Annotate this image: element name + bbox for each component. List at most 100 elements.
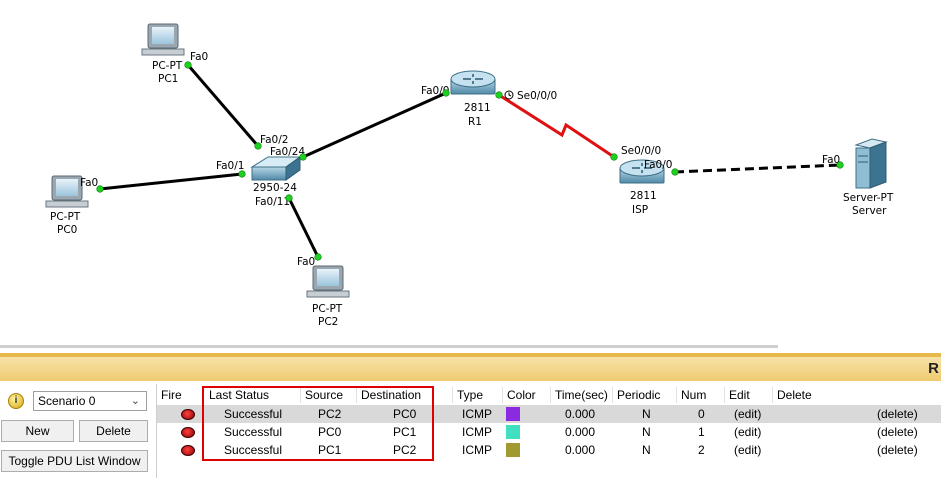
isp-model-label: 2811 (630, 190, 657, 202)
row-type: ICMP (462, 443, 492, 457)
isp-name-label: ISP (632, 204, 648, 216)
pc1-name-label: PC1 (158, 73, 178, 85)
col-fire[interactable]: Fire (157, 387, 203, 403)
pc2-port-label: Fa0 (297, 256, 315, 268)
isp-port-fa0-0: Fa0/0 (644, 159, 672, 171)
isp-port-se0-0-0: Se0/0/0 (621, 145, 661, 157)
table-row[interactable]: Successful PC2 PC0 ICMP 0.000 N 0 (edit)… (157, 405, 941, 423)
row-type: ICMP (462, 407, 492, 421)
r1-model-label: 2811 (464, 102, 491, 114)
pc0-port-label: Fa0 (80, 177, 98, 189)
row-edit-link[interactable]: (edit) (734, 425, 762, 439)
pdu-list-table: Fire Last Status Source Destination Type… (156, 384, 941, 478)
toggle-pdu-list-button[interactable]: Toggle PDU List Window (1, 450, 148, 472)
server-port-label: Fa0 (822, 154, 840, 166)
link-r1-isp-serial[interactable] (498, 93, 615, 159)
fire-indicator-icon[interactable] (181, 445, 195, 456)
link-isp-server[interactable] (674, 163, 841, 174)
new-scenario-button[interactable]: New (1, 420, 74, 442)
pc2-name-label: PC2 (318, 316, 338, 328)
col-delete[interactable]: Delete (777, 388, 812, 402)
row-destination: PC2 (393, 443, 417, 457)
delete-scenario-button[interactable]: Delete (79, 420, 148, 442)
switch-model-label: 2950-24 (253, 182, 297, 194)
switch-device[interactable]: 2950-24 Fa0/11 Fa0/2 Fa0/24 Fa0/1 (216, 134, 305, 208)
pc1-type-label: PC-PT (152, 60, 183, 72)
row-periodic: N (642, 443, 651, 457)
row-num: 0 (698, 407, 705, 421)
row-num: 2 (698, 443, 705, 457)
row-periodic: N (642, 407, 651, 421)
pc0-type-label: PC-PT (50, 211, 81, 223)
row-time: 0.000 (565, 443, 596, 457)
row-status: Successful (224, 425, 283, 439)
row-delete-link[interactable]: (delete) (877, 443, 918, 457)
router-isp-device[interactable]: 2811 ISP Se0/0/0 Fa0/0 (619, 145, 672, 216)
pc0-name-label: PC0 (57, 224, 77, 236)
server-name-label: Server (852, 205, 887, 217)
r1-port-se0-0-0: Se0/0/0 (517, 90, 557, 102)
switch-port-fa0-24: Fa0/24 (270, 146, 305, 158)
pc2-device[interactable]: PC-PT PC2 Fa0 (297, 256, 350, 328)
server-device[interactable]: Server-PT Server Fa0 (822, 138, 894, 217)
link-pc0-switch[interactable] (99, 172, 243, 191)
scenario-selected-value: Scenario 0 (38, 394, 96, 408)
row-delete-link[interactable]: (delete) (877, 425, 918, 439)
row-color-swatch (506, 425, 520, 439)
simulation-panel-header: R (0, 357, 941, 381)
fire-indicator-icon[interactable] (181, 427, 195, 438)
col-periodic[interactable]: Periodic (613, 387, 677, 403)
row-destination: PC0 (393, 407, 417, 421)
row-color-swatch (506, 407, 520, 421)
pc2-type-label: PC-PT (312, 303, 343, 315)
server-type-label: Server-PT (843, 192, 894, 204)
row-status: Successful (224, 407, 283, 421)
pc1-port-label: Fa0 (190, 51, 208, 63)
col-color[interactable]: Color (503, 387, 551, 403)
switch-port-fa0-1: Fa0/1 (216, 160, 244, 172)
row-periodic: N (642, 425, 651, 439)
panel-divider[interactable] (0, 353, 941, 357)
row-source: PC1 (318, 443, 342, 457)
table-row[interactable]: Successful PC0 PC1 ICMP 0.000 N 1 (edit)… (157, 423, 941, 441)
row-edit-link[interactable]: (edit) (734, 407, 762, 421)
col-source[interactable]: Source (301, 387, 357, 403)
chevron-down-icon: ⌄ (130, 395, 140, 407)
row-time: 0.000 (565, 425, 596, 439)
r1-name-label: R1 (468, 116, 482, 128)
row-destination: PC1 (393, 425, 417, 439)
workspace-horizontal-scrollbar[interactable] (0, 345, 778, 348)
fire-indicator-icon[interactable] (181, 409, 195, 420)
panel-header-letter: R (928, 360, 939, 377)
row-source: PC2 (318, 407, 342, 421)
col-destination[interactable]: Destination (357, 387, 453, 403)
link-switch-r1[interactable] (302, 91, 447, 159)
info-icon[interactable]: i (8, 393, 24, 409)
port-status-lights (96, 61, 844, 261)
scenario-select[interactable]: Scenario 0 ⌄ (33, 391, 147, 411)
row-delete-link[interactable]: (delete) (877, 407, 918, 421)
scenario-panel: i Scenario 0 ⌄ New Delete Toggle PDU Lis… (0, 383, 156, 478)
row-color-swatch (506, 443, 520, 457)
switch-port-fa0-2: Fa0/2 (260, 134, 288, 146)
pc1-device[interactable]: PC-PT PC1 Fa0 (141, 23, 208, 85)
r1-port-fa0-0: Fa0/0 (421, 85, 449, 97)
row-status: Successful (224, 443, 283, 457)
router-r1-device[interactable]: 2811 R1 Fa0/0 Se0/0/0 (421, 70, 557, 128)
switch-name-label: Fa0/11 (255, 196, 290, 208)
col-edit[interactable]: Edit (725, 387, 773, 403)
col-type[interactable]: Type (453, 387, 503, 403)
link-pc1-switch[interactable] (186, 64, 260, 147)
col-num[interactable]: Num (677, 387, 725, 403)
pc0-device[interactable]: PC-PT PC0 Fa0 (45, 175, 98, 236)
topology-canvas[interactable]: PC-PT PC1 Fa0 PC-PT PC0 Fa0 PC-PT PC2 Fa… (0, 0, 941, 352)
col-time[interactable]: Time(sec) (551, 387, 613, 403)
col-last-status[interactable]: Last Status (205, 387, 301, 403)
table-row[interactable]: Successful PC1 PC2 ICMP 0.000 N 2 (edit)… (157, 441, 941, 459)
logical-workspace[interactable]: PC-PT PC1 Fa0 PC-PT PC0 Fa0 PC-PT PC2 Fa… (0, 0, 941, 352)
row-edit-link[interactable]: (edit) (734, 443, 762, 457)
row-type: ICMP (462, 425, 492, 439)
row-source: PC0 (318, 425, 342, 439)
row-time: 0.000 (565, 407, 596, 421)
link-pc2-switch[interactable] (287, 197, 320, 258)
